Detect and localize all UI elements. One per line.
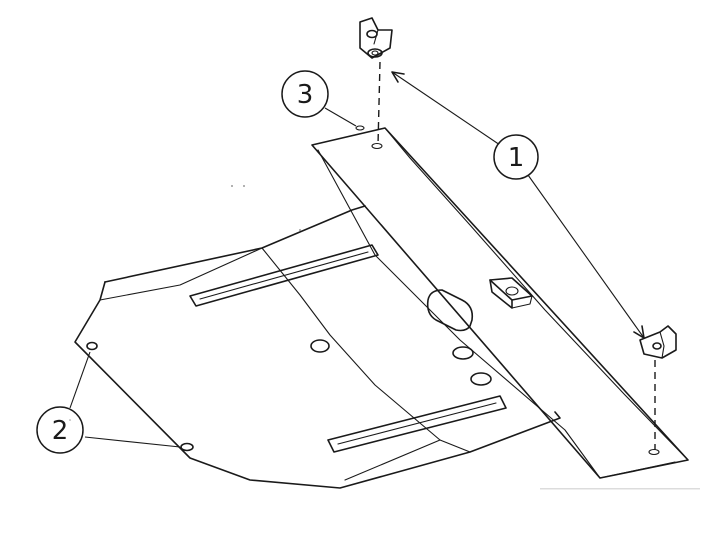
assembly-line-top [377, 61, 381, 146]
scan-noise [69, 185, 700, 490]
callout-3-target-hole [355, 125, 365, 131]
stiffening-rib-lower [327, 395, 507, 453]
bolt-hole-upper [86, 341, 98, 351]
front-crossbar-beam [311, 127, 689, 479]
callout-2-label: 2 [52, 416, 69, 446]
callout-1-label: 1 [508, 143, 525, 173]
mount-hole-right [648, 448, 660, 456]
crossbar-nut-cutout [489, 277, 533, 309]
drain-boss [426, 289, 474, 332]
mounting-bracket-top [359, 17, 393, 59]
mounting-bracket-right [639, 325, 677, 359]
callout-1: 1 [493, 134, 539, 180]
bolt-hole-lower [180, 442, 194, 452]
callout-3-label: 3 [297, 80, 314, 110]
access-hole [310, 339, 330, 353]
access-hole [452, 346, 474, 360]
leader-lines [69, 71, 645, 448]
mount-hole-top [371, 142, 383, 150]
stiffening-rib-upper [189, 244, 379, 307]
access-holes [310, 339, 492, 386]
skid-plate-main-panel [74, 205, 561, 489]
callout-3: 3 [281, 70, 329, 118]
callout-2: 2 [36, 406, 84, 454]
access-hole [470, 372, 492, 386]
